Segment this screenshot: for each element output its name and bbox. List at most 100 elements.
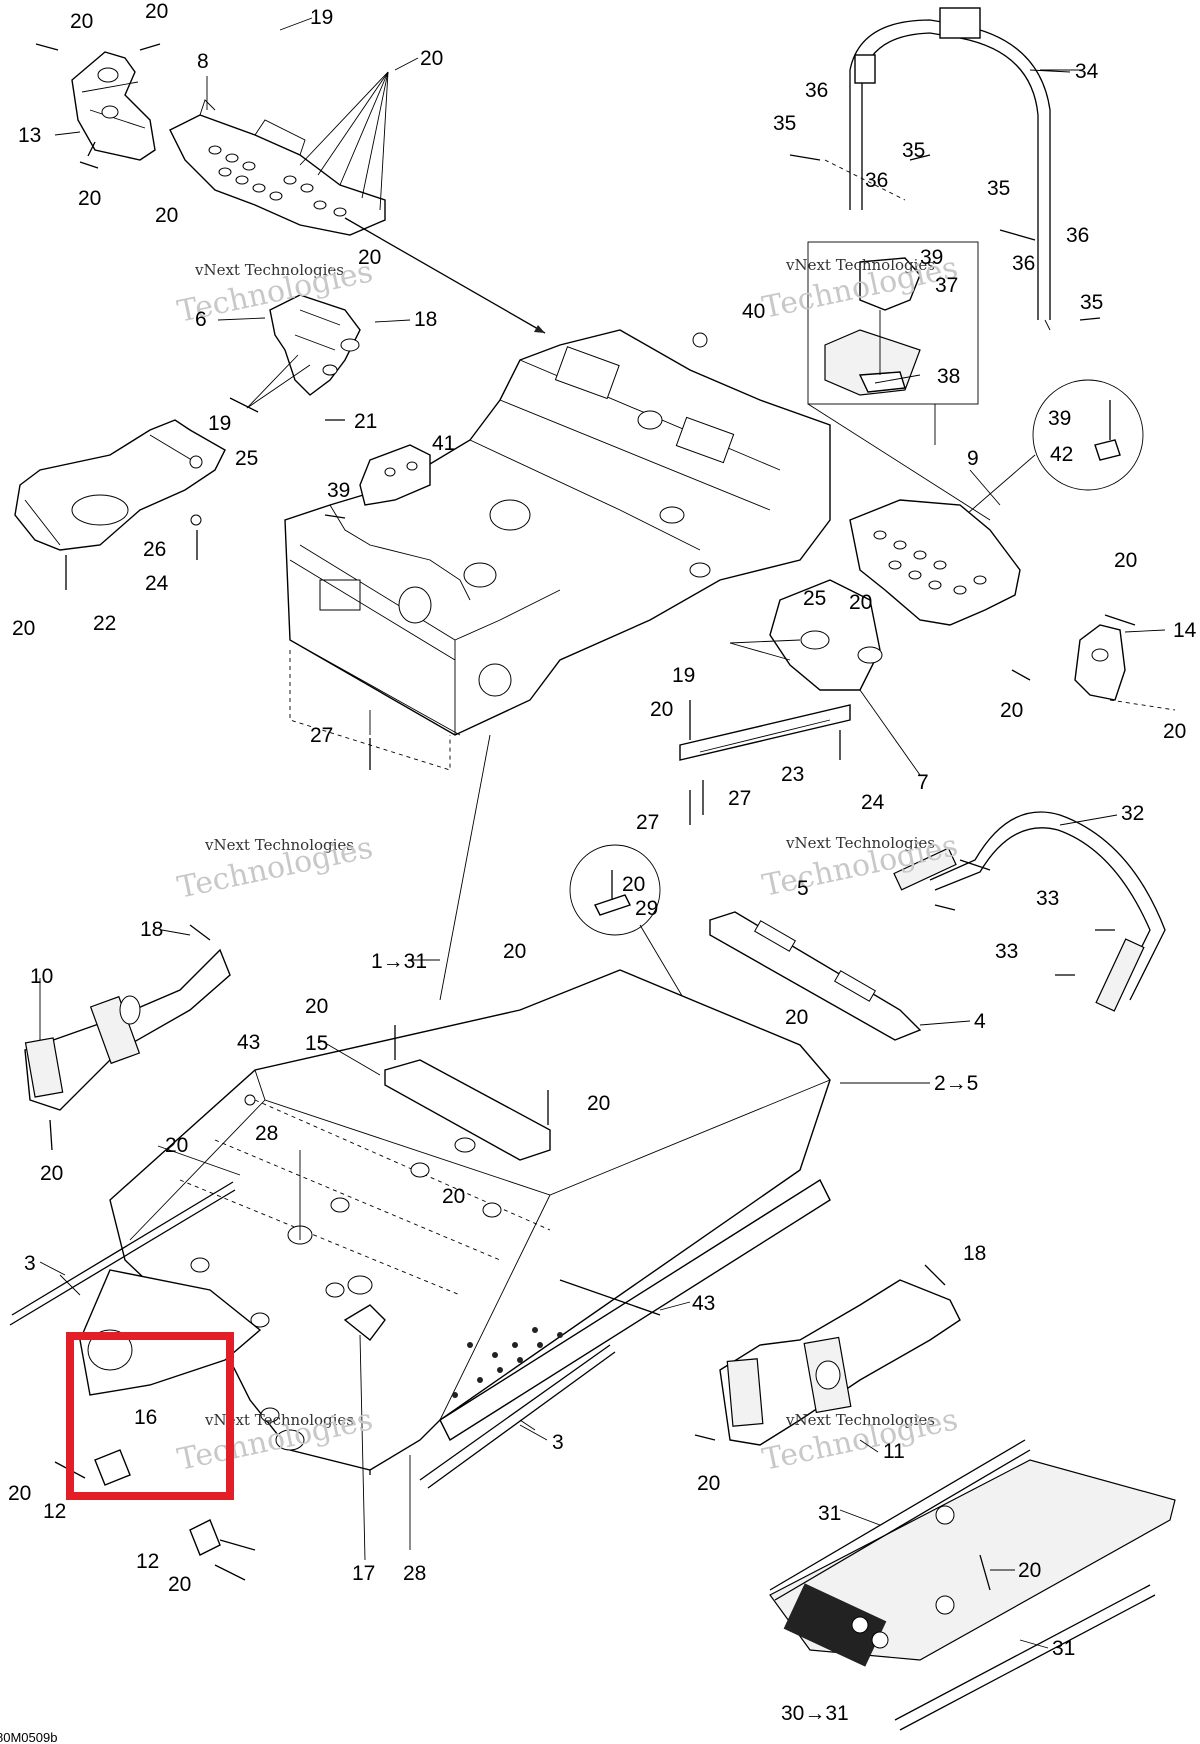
part-label: 32 <box>1121 802 1144 825</box>
part-12-plates <box>54 1449 256 1581</box>
part-label: 20 <box>70 10 93 33</box>
rod-43 <box>559 1279 661 1316</box>
part-label: 2→5 <box>934 1072 978 1095</box>
part-13-bracket <box>35 43 161 169</box>
part-label: 41 <box>432 432 455 455</box>
part-label: 38 <box>937 365 960 388</box>
part-label: 15 <box>305 1032 328 1055</box>
watermark-4: vNext Technologies <box>785 834 935 852</box>
part-label: 35 <box>902 139 925 162</box>
part-label: 1→31 <box>371 950 427 973</box>
part-label: 8 <box>197 50 209 73</box>
part-label: 35 <box>1080 291 1103 314</box>
part-label: 22 <box>93 612 116 635</box>
part-label: 36 <box>865 169 888 192</box>
rivet-43 <box>244 1094 256 1106</box>
part-label: 9 <box>967 447 979 470</box>
part-label: 35 <box>987 177 1010 200</box>
part-label: 27 <box>636 811 659 834</box>
part-label: 36 <box>805 79 828 102</box>
part-label: 3 <box>24 1252 36 1275</box>
part-label: 20 <box>503 940 526 963</box>
part-label: 20 <box>442 1185 465 1208</box>
part-label: 5 <box>797 877 809 900</box>
tunnel-holes <box>190 1137 502 1451</box>
part-label: 20 <box>785 1006 808 1029</box>
part-label: 20 <box>40 1162 63 1185</box>
part-label: 19 <box>672 664 695 687</box>
part-label: 33 <box>1036 887 1059 910</box>
part-label: 20 <box>155 204 178 227</box>
watermark-3: vNext Technologies <box>204 836 354 854</box>
part-label: 20 <box>358 246 381 269</box>
part-label: 29 <box>635 897 658 920</box>
part-label: 23 <box>781 763 804 786</box>
part-label: 18 <box>963 1242 986 1265</box>
part-9-holes <box>873 530 987 595</box>
part-label: 43 <box>237 1031 260 1054</box>
part-22-shield <box>14 419 226 590</box>
part-label: 33 <box>995 940 1018 963</box>
part-label: 18 <box>140 918 163 941</box>
watermark-2: vNext Technologies <box>785 256 935 274</box>
inset-circle-39-42 <box>959 379 1144 521</box>
part-label: 28 <box>403 1562 426 1585</box>
part-label: 25 <box>235 447 258 470</box>
part-label: 25 <box>803 587 826 610</box>
part-23-step <box>679 700 851 825</box>
part-9-footrest <box>849 469 1021 626</box>
part-label: 24 <box>861 791 885 814</box>
part-label: 3 <box>552 1431 564 1454</box>
part-label: 28 <box>255 1122 278 1145</box>
part-label: 39 <box>327 479 350 502</box>
part-label: 26 <box>143 538 166 561</box>
part-6-support <box>229 294 361 421</box>
watermark-5: vNext Technologies <box>204 1411 354 1429</box>
part-label: 36 <box>1012 252 1035 275</box>
watermark-1: vNext Technologies <box>194 261 344 279</box>
part-34-handle <box>789 7 1101 331</box>
main-frame <box>284 329 831 1001</box>
part-14-bracket <box>1011 614 1176 711</box>
drawing-code: 80M0509b <box>0 1730 57 1744</box>
part-label: 24 <box>145 572 169 595</box>
part-label: 19 <box>208 412 231 435</box>
part-11-bracket <box>694 1264 961 1446</box>
part-label: 7 <box>917 771 929 794</box>
inset-box <box>807 241 991 521</box>
part-label: 20 <box>1018 1559 1041 1582</box>
part-label: 36 <box>1066 224 1089 247</box>
part-4-plate <box>709 911 922 1041</box>
part-labels: 20 20 19 20 8 13 20 20 20 6 18 19 21 25 … <box>8 0 1197 1725</box>
part-label: 42 <box>1050 443 1073 466</box>
label-leaders <box>39 17 1166 1649</box>
part-label: 39 <box>1048 407 1071 430</box>
part-label: 20 <box>1163 720 1186 743</box>
part-label: 13 <box>18 124 41 147</box>
part-label: 20 <box>697 1472 720 1495</box>
frame-drawing <box>9 7 1176 1731</box>
part-label: 20 <box>12 617 35 640</box>
tunnel <box>109 969 831 1475</box>
part-label: 20 <box>165 1134 188 1157</box>
part-label: 20 <box>1114 549 1137 572</box>
part-label: 20 <box>168 1573 191 1596</box>
part-label: 31 <box>1052 1637 1075 1660</box>
part-7-support <box>729 579 921 776</box>
part-label: 21 <box>354 410 377 433</box>
part-label: 20 <box>145 0 168 23</box>
part-label: 16 <box>134 1406 157 1429</box>
part-31-plate <box>769 1439 1176 1731</box>
part-label: 20 <box>622 873 645 896</box>
part-label: 11 <box>883 1440 905 1463</box>
part-label: 39 <box>920 246 943 269</box>
highlight-box-part-16 <box>66 1332 234 1500</box>
part-label: 10 <box>30 965 53 988</box>
part-10-bracket <box>24 924 231 1151</box>
part-label: 20 <box>305 995 328 1018</box>
part-label: 31 <box>818 1502 841 1525</box>
part-label: 30→31 <box>781 1702 849 1725</box>
part-label: 20 <box>849 591 872 614</box>
part-label: 35 <box>773 112 796 135</box>
